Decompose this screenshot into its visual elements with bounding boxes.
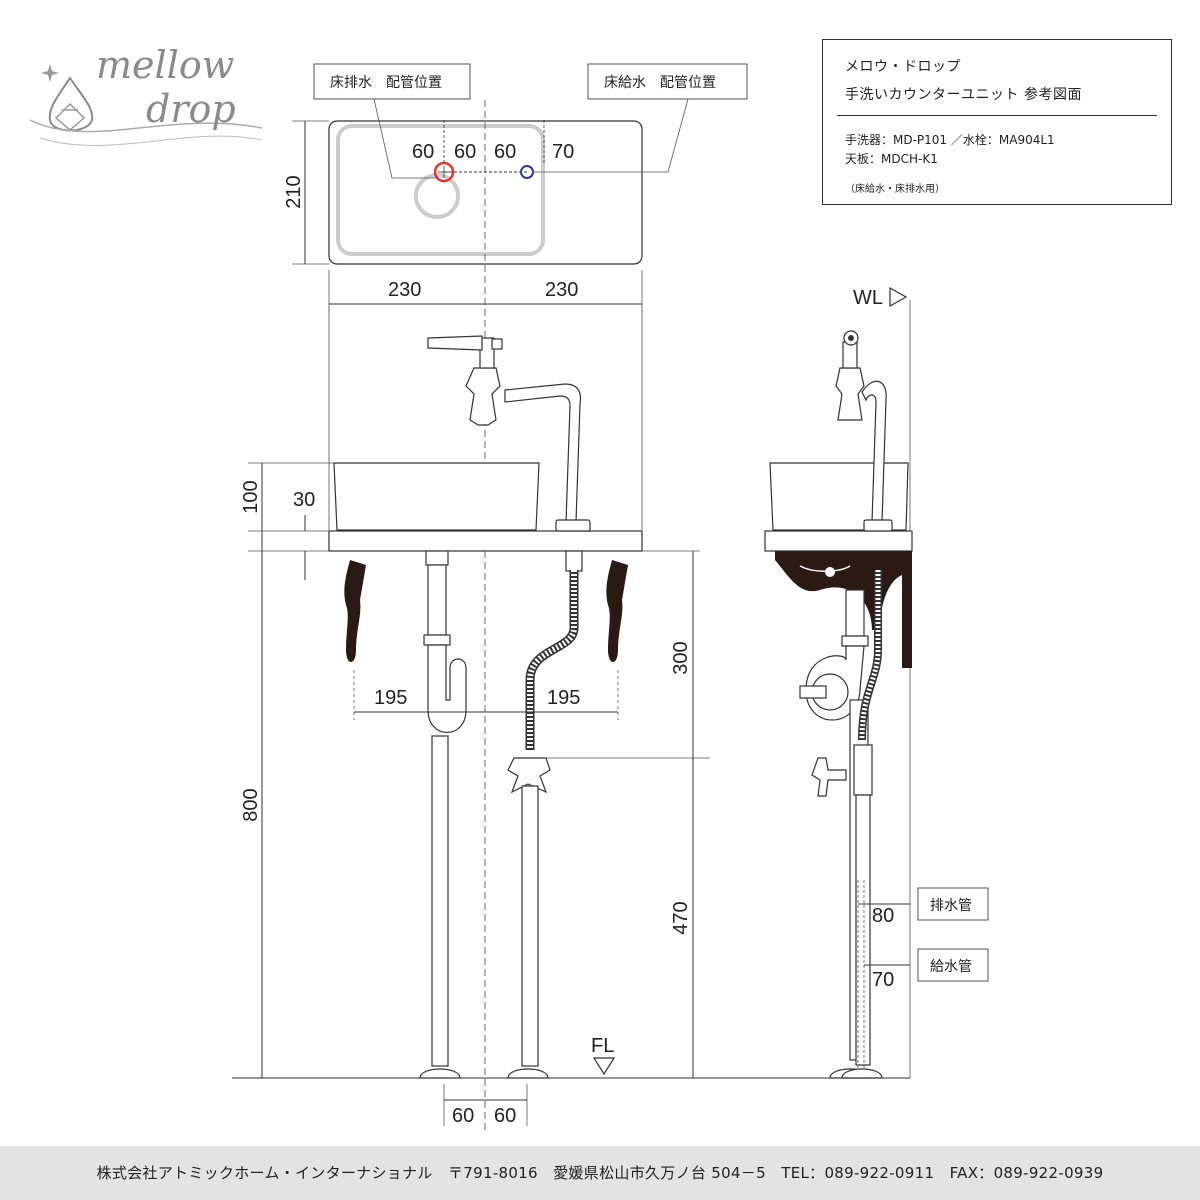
title-model-basin-faucet: 手洗器：MD-P101 ／水栓：MA904L1	[845, 133, 1055, 147]
dim-height-300: 300	[670, 641, 692, 674]
drain-trap-front	[419, 550, 467, 1079]
drain-pipe-label: 排水管	[930, 898, 972, 914]
ornamental-bracket-side	[775, 551, 912, 668]
brand-logo: mellow drop	[29, 43, 263, 146]
logo-sparkle-icon	[41, 64, 59, 82]
drain-position-label: 床排水 配管位置	[330, 75, 442, 91]
logo-text-drop: drop	[146, 87, 236, 131]
dim-width-230-right: 230	[545, 279, 578, 301]
bracket-left	[344, 560, 366, 662]
dim-side-80: 80	[872, 905, 894, 927]
dim-counter-30: 30	[293, 489, 315, 511]
fl-label: FL	[591, 1035, 614, 1057]
dim-bracket-195-left: 195	[374, 687, 407, 709]
stop-valve-side	[811, 757, 847, 797]
logo-text-mellow: mellow	[96, 43, 234, 87]
supply-pipe-front	[507, 550, 583, 1079]
title-product-name: メロウ・ドロップ	[845, 59, 961, 75]
plan-view: 60 60 60 70 床排水 配管位置 床給水 配管位置 210 230 23…	[283, 63, 748, 1130]
dim-height-800: 800	[240, 788, 262, 821]
side-elevation: WL	[764, 286, 989, 1079]
dim-floor-60-left: 60	[452, 1105, 474, 1127]
dim-bracket-195-right: 195	[547, 687, 580, 709]
title-block: メロウ・ドロップ 手洗いカウンターユニット 参考図面 手洗器：MD-P101 ／…	[822, 39, 1172, 205]
bracket-right	[606, 560, 628, 662]
company-footer: 株式会社アトミックホーム・インターナショナル 〒791-8016 愛媛県松山市久…	[0, 1146, 1200, 1200]
title-model-counter: 天板：MDCH-K1	[845, 152, 938, 166]
faucet-side	[835, 330, 893, 532]
drawing-canvas: mellow drop 60 60 60 70 床排水 配管位置 床給水 配管位…	[29, 43, 989, 1130]
wl-triangle-icon	[889, 286, 908, 308]
dim-bowl-100: 100	[240, 480, 262, 513]
dim-top-60c: 60	[494, 141, 516, 163]
drain-position-marker	[433, 161, 455, 183]
title-divider	[837, 115, 1157, 116]
faucet-front	[427, 335, 591, 532]
supply-pipe-side	[811, 570, 882, 1066]
supply-pipe-label: 給水管	[930, 959, 972, 975]
title-usage-note: （床給水・床排水用）	[845, 184, 945, 195]
front-elevation: 195 195 100 30 800 300 470 60 60 FL	[232, 310, 910, 1127]
wl-label: WL	[853, 287, 883, 309]
dim-width-230-left: 230	[388, 279, 421, 301]
dim-top-60a: 60	[412, 141, 434, 163]
dim-top-70: 70	[552, 141, 574, 163]
dim-floor-60-right: 60	[494, 1105, 516, 1127]
dim-top-60b: 60	[454, 141, 476, 163]
dim-height-470: 470	[670, 901, 692, 934]
dim-side-70: 70	[872, 969, 894, 991]
fl-triangle-icon	[592, 1057, 616, 1076]
dim-depth-210: 210	[283, 175, 305, 208]
supply-position-label: 床給水 配管位置	[604, 75, 716, 91]
counter-top-side	[764, 530, 913, 552]
counter-top-front	[328, 530, 643, 552]
title-drawing-name: 手洗いカウンターユニット 参考図面	[845, 87, 1082, 103]
